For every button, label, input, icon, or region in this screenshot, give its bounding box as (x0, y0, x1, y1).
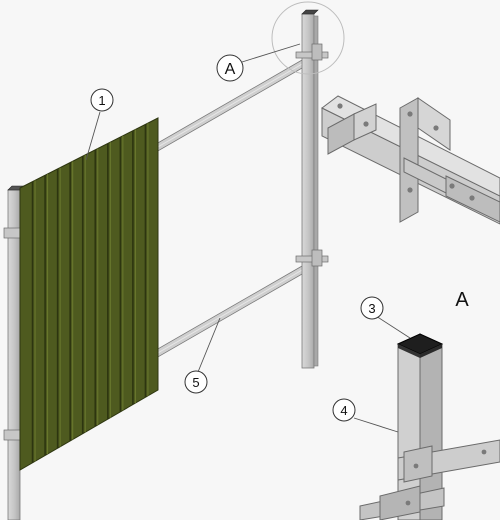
right-post (295, 9, 329, 369)
callout-a: A (216, 54, 244, 82)
detail-post-with-cap (359, 333, 500, 520)
callout-1: 1 (90, 88, 114, 112)
left-post (3, 185, 27, 520)
leader-lines (85, 43, 411, 433)
callout-3: 3 (360, 296, 384, 320)
callout-5-label: 5 (192, 375, 199, 390)
callout-5: 5 (184, 370, 208, 394)
detail-title: A (455, 289, 469, 311)
callout-4-label: 4 (340, 403, 347, 418)
detail-a-bracket (321, 95, 500, 225)
callout-1-label: 1 (98, 93, 105, 108)
callout-a-label: A (225, 61, 236, 78)
callout-3-label: 3 (368, 301, 375, 316)
corrugated-sheet (19, 117, 159, 471)
detail-a-circle (271, 1, 345, 75)
callout-4: 4 (332, 398, 356, 422)
